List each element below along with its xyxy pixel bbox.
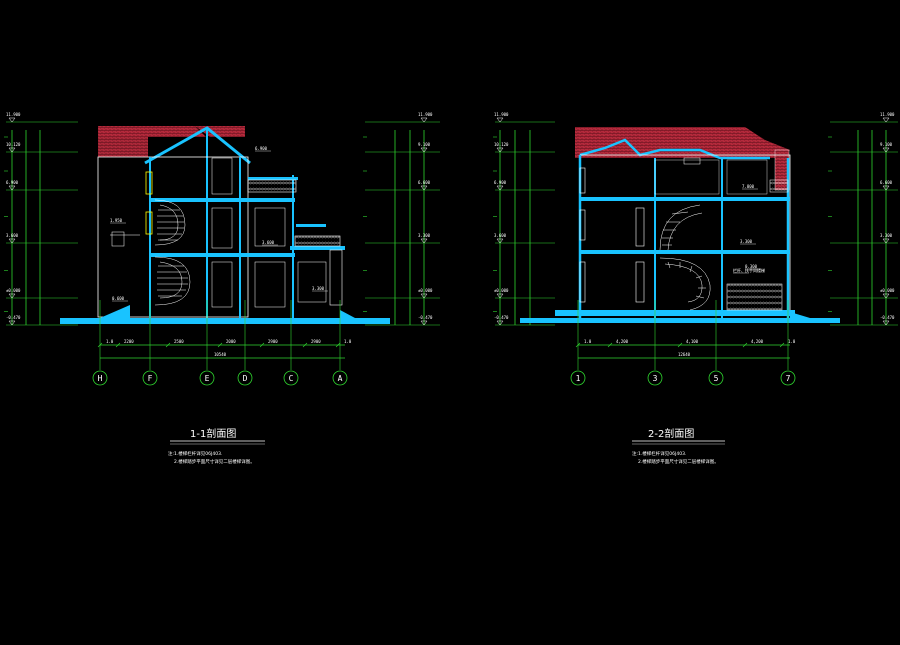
- spiral-stair-upper-2: [659, 204, 703, 251]
- dim-segment: 2000: [226, 339, 236, 344]
- dim-segment: 2900: [311, 339, 321, 344]
- axis-grid-2: 1 3 5 7: [570, 300, 796, 386]
- roof-tiles-1b: [98, 137, 148, 157]
- left-level-scale-1: 11.900 10.120 6.900 3.600 ±0.000 -0.470: [4, 112, 78, 326]
- spiral-stair-lower-2: [659, 257, 711, 311]
- axis-label: H: [98, 374, 103, 383]
- right-level-scale-1: 11.900 9.100 6.600 3.300 ±0.000 -0.470: [363, 112, 440, 326]
- axis-label: C: [289, 374, 294, 383]
- slab-1f-1: [150, 253, 295, 257]
- spiral-stair-lower-1: [154, 256, 191, 306]
- bottom-dimension-2: 1.0 4,200 4,100 4,200 1.0 12640: [575, 339, 796, 359]
- section-note-2-a: 注:1.楼梯栏杆详见06J403.: [632, 450, 686, 457]
- level-label: 6.900: [494, 180, 507, 185]
- ground-ramp-left-1: [60, 305, 130, 318]
- interior-level-label: 栏杆、扶手同楼梯: [733, 267, 765, 273]
- dim-segment: 1.0: [344, 339, 352, 344]
- section-title-2: 2-2剖面图: [648, 427, 694, 440]
- section-note-1-a: 注:1.楼梯栏杆详见06J403.: [168, 450, 222, 457]
- interior-level-label: 3.300: [312, 286, 325, 291]
- axis-label: 7: [786, 374, 791, 383]
- interior-level-label: 1.950: [110, 218, 123, 223]
- interior-level-label: 6.900: [255, 146, 268, 151]
- dim-segment: 4,200: [616, 339, 629, 344]
- level-label: 6.600: [418, 180, 431, 185]
- left-level-scale-2: 11.900 10.120 6.900 3.600 ±0.000 -0.470: [493, 112, 555, 326]
- axis-label: 5: [714, 374, 719, 383]
- level-label: 6.900: [6, 180, 19, 185]
- attic-window-2: [683, 157, 701, 165]
- dim-segment: 2500: [174, 339, 184, 344]
- level-label: 11.900: [494, 112, 509, 117]
- interior-level-label: 0.600: [112, 296, 125, 301]
- level-label: 11.900: [6, 112, 21, 117]
- dim-total-1: 10540: [214, 352, 227, 357]
- railing-upper-1: [247, 179, 297, 193]
- bottom-dimension-1: 1.0 2200 2500 2000 2900 2900 1.0 10540: [97, 339, 352, 359]
- interior-level-label: 3.300: [740, 239, 753, 244]
- interior-level-label: 0.300: [745, 264, 758, 269]
- slab-1f-2: [580, 250, 790, 254]
- interior-level-label: 7.800: [742, 184, 755, 189]
- level-label: 10.120: [6, 142, 21, 147]
- spiral-stair-upper-1: [154, 199, 186, 246]
- level-label: 6.600: [880, 180, 893, 185]
- right-level-scale-2: 11.900 9.100 6.600 3.300 ±0.000 -0.470: [828, 112, 898, 326]
- dim-segment: 1.0: [788, 339, 796, 344]
- dim-segment: 1.0: [106, 339, 114, 344]
- axis-label: E: [205, 374, 210, 383]
- dim-segment: 4,100: [686, 339, 699, 344]
- level-label: ±0.000: [880, 288, 895, 293]
- level-label: 3.600: [494, 233, 507, 238]
- dim-segment: 2200: [124, 339, 134, 344]
- level-label: -0.470: [6, 315, 21, 320]
- railing-terrace-1: [294, 235, 341, 247]
- slab-2f-1: [150, 198, 295, 202]
- dim-segment: 1.0: [584, 339, 592, 344]
- slab-3f-1: [248, 177, 298, 180]
- interior-level-label: 3.600: [262, 240, 275, 245]
- level-label: -0.470: [494, 315, 509, 320]
- building-outline-1: [97, 156, 249, 318]
- ground-base-2: [520, 318, 840, 323]
- ground-ramp-right-1: [340, 310, 390, 324]
- level-label: 11.900: [418, 112, 433, 117]
- axis-label: A: [338, 374, 343, 383]
- dim-segment: 4,200: [751, 339, 764, 344]
- section-note-2-b: 2.楼梯踏步平面尺寸详见二层楼梯详图。: [638, 458, 719, 465]
- level-label: 11.900: [880, 112, 895, 117]
- level-label: 3.300: [880, 233, 893, 238]
- stair-rail-2: [726, 283, 783, 311]
- section-title-1: 1-1剖面图: [190, 427, 236, 440]
- section-2-2: 11.900 10.120 6.900 3.600 ±0.000 -0.470 11.90…: [493, 112, 898, 465]
- level-label: 9.100: [418, 142, 431, 147]
- axis-label: F: [148, 374, 153, 383]
- axis-label: D: [243, 374, 248, 383]
- level-label: 3.600: [6, 233, 19, 238]
- section-note-1-b: 2.楼梯踏步平面尺寸详见二层楼梯详图。: [174, 458, 255, 465]
- level-label: ±0.000: [6, 288, 21, 293]
- slab-terrace-1: [290, 246, 345, 250]
- slab-2f-2: [580, 197, 790, 201]
- dim-total-2: 12640: [678, 352, 691, 357]
- roof-profile-2: [579, 138, 770, 160]
- ground-slab-1: [60, 318, 390, 324]
- dim-segment: 2900: [268, 339, 278, 344]
- ground-slab-2: [555, 310, 795, 316]
- gable-line: [144, 126, 251, 165]
- level-label: 3.300: [418, 233, 431, 238]
- level-label: ±0.000: [494, 288, 509, 293]
- axis-label: 1: [576, 374, 581, 383]
- level-label: 9.100: [880, 142, 893, 147]
- level-label: ±0.000: [418, 288, 433, 293]
- level-label: -0.470: [880, 315, 895, 320]
- axis-label: 3: [653, 374, 658, 383]
- roof-tiles-1: [98, 126, 206, 137]
- level-label: -0.470: [418, 315, 433, 320]
- section-1-1: 11.900 10.120 6.900 3.600 ±0.000 -0.470 11.90…: [4, 112, 440, 465]
- roof-tiles-2: [575, 127, 790, 158]
- level-label: 10.120: [494, 142, 509, 147]
